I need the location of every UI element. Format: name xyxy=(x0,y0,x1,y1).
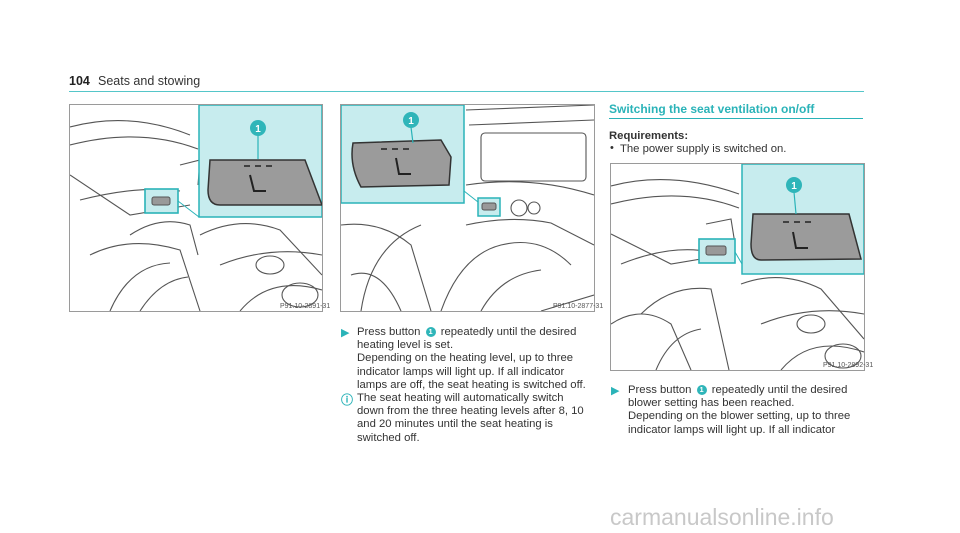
figure-id: P91.10-2891-31 xyxy=(280,303,331,310)
detail-text: Depending on the heating level, up to th… xyxy=(357,352,574,365)
step-text: Press button xyxy=(628,384,692,396)
door-illustration: 1 xyxy=(70,105,322,311)
page-header-title: Seats and stowing xyxy=(98,74,201,88)
seat-ventilation-button-icon xyxy=(750,213,862,261)
step-text: repeatedly until the desired xyxy=(440,326,577,338)
heating-step: Press button 1 repeatedly until the desi… xyxy=(357,326,597,392)
interior-illustration: 1 xyxy=(341,105,594,311)
callout-number: 1 xyxy=(408,116,414,127)
figure-door-heating: 1 xyxy=(69,104,323,312)
detail-text: indicator lamps will light up. If all in… xyxy=(357,365,565,378)
callout-badge: 1 xyxy=(425,327,436,337)
seat-heating-button-icon xyxy=(207,159,322,206)
detail-text: lamps are off, the seat heating is switc… xyxy=(357,378,586,391)
figure-door-ventilation: 1 xyxy=(610,163,865,371)
callout-badge xyxy=(786,177,802,193)
info-icon: ⓘ xyxy=(341,393,354,407)
watermark: carmanualsonline.info xyxy=(610,504,834,530)
info-text: down from the three heating levels after… xyxy=(357,405,584,418)
step-text: repeatedly until the desired xyxy=(711,384,848,396)
callout-badge: 1 xyxy=(696,385,707,395)
heating-info: The seat heating will automatically swit… xyxy=(357,392,597,445)
step-arrow-icon: ▶ xyxy=(611,385,620,397)
requirements-title: Requirements: xyxy=(609,130,689,142)
figure-id: P91.10-2892-31 xyxy=(823,362,874,369)
detail-text: indicator lamps will light up. If all in… xyxy=(628,423,836,436)
page-number: 104 xyxy=(69,74,90,88)
figure-interior-heating: 1 xyxy=(340,104,595,312)
info-text: and 20 minutes until the seat heating is xyxy=(357,418,553,431)
header-divider xyxy=(69,91,864,92)
seat-heating-button-icon xyxy=(351,139,452,188)
callout-badge xyxy=(403,112,419,128)
callout-number: 1 xyxy=(255,124,261,135)
section-divider xyxy=(609,118,863,119)
step-text: heating level is set. xyxy=(357,339,454,352)
section-title: Switching the seat ventilation on/off xyxy=(609,102,815,116)
bullet-icon: • xyxy=(610,142,614,154)
step-arrow-icon: ▶ xyxy=(341,327,350,339)
door-illustration: 1 xyxy=(611,164,864,370)
detail-text: Depending on the blower setting, up to t… xyxy=(628,410,851,423)
info-text: switched off. xyxy=(357,431,420,444)
ventilation-step: Press button 1 repeatedly until the desi… xyxy=(628,384,868,437)
step-text: blower setting has been reached. xyxy=(628,397,795,410)
info-text: The seat heating will automatically swit… xyxy=(357,392,564,404)
callout-badge xyxy=(250,120,266,136)
highlight-box xyxy=(144,188,179,214)
requirement-item: The power supply is switched on. xyxy=(620,143,787,155)
callout-number: 1 xyxy=(791,181,797,192)
figure-id: P91.10-2877-31 xyxy=(553,303,604,310)
step-text: Press button xyxy=(357,326,421,338)
